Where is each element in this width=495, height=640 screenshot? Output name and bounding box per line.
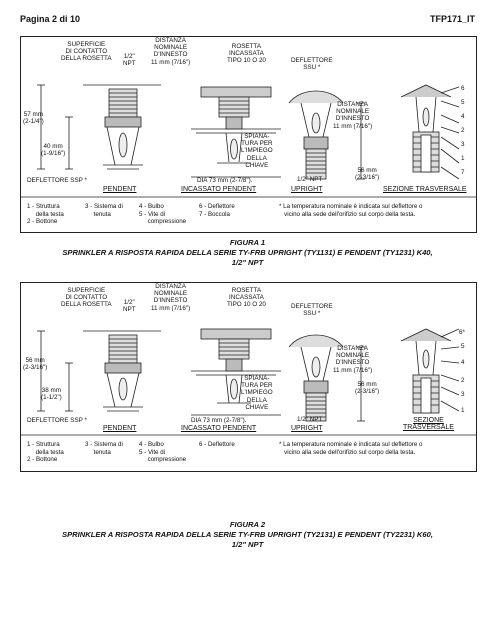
callout-number: 2 xyxy=(461,127,465,134)
callout-number: 3 xyxy=(461,141,465,148)
figure-1-caption: SPRINKLER A RISPOSTA RAPIDA DELLA SERIE … xyxy=(62,248,433,267)
cross-section-title: SEZIONE TRASVERSALE xyxy=(403,417,454,432)
figure-2-drawing xyxy=(21,328,476,436)
callout-number: 5 xyxy=(461,99,465,106)
distance-right-label: DISTANZA NOMINALE D'INNESTO 11 mm (7/16"… xyxy=(333,345,373,374)
callout-number: 1 xyxy=(461,407,465,414)
deflector-ssu-label: DEFLETTORE SSU * xyxy=(291,57,333,72)
distance-left-label: DISTANZA NOMINALE D'INNESTO 11 mm (7/16"… xyxy=(151,283,191,312)
npt-bottom-label: 1/2" NPT xyxy=(297,176,323,183)
dim-40-label: 40 mm (1-9/16") xyxy=(41,143,66,158)
dia-label: DIA 73 mm (2-7/8"). xyxy=(197,177,253,184)
figure-1-panel: SUPERFICIE DI CONTATTO DELLA ROSETTA 1/2… xyxy=(20,36,477,233)
wrench-flat-label: SPIANA- TURA PER L'IMPIEGO DELLA CHIAVE xyxy=(241,375,273,411)
distance-right-label: DISTANZA NOMINALE D'INNESTO 11 mm (7/16"… xyxy=(333,101,373,130)
legend-item: 6 - Deflettore xyxy=(199,441,235,448)
dim-56-label: 56 mm (2-3/16") xyxy=(355,381,380,396)
dia-label: DIA 73 mm (2-7/8"). xyxy=(191,417,247,424)
dim-57-label: 57 mm (2-1/4") xyxy=(23,111,44,126)
upright-title: UPRIGHT xyxy=(291,425,323,432)
rosette-surface-label: SUPERFICIE DI CONTATTO DELLA ROSETTA xyxy=(61,287,112,309)
callout-number: 4 xyxy=(461,113,465,120)
callout-number: 5 xyxy=(461,343,465,350)
recessed-rosette-label: ROSETTA INCASSATA TIPO 10 O 20 xyxy=(227,43,266,65)
dim-56-label: 56 mm (2-3/16") xyxy=(355,167,380,182)
pendent-title: PENDENT xyxy=(103,186,137,193)
recessed-rosette-label: ROSETTA INCASSATA TIPO 10 O 20 xyxy=(227,287,266,309)
legend-item: 4 - Bulbo 5 - Vite di compressione xyxy=(139,203,187,226)
callout-number: 6* xyxy=(459,329,465,336)
deflector-ssp-label: DEFLETTORE SSP * xyxy=(27,177,87,184)
callout-number: 7 xyxy=(461,169,465,176)
npt-top-label: 1/2" NPT xyxy=(123,299,136,314)
cross-section-title: SEZIONE TRASVERSALE xyxy=(383,186,467,193)
callout-number: 6 xyxy=(461,85,465,92)
figure-1-drawing xyxy=(21,84,476,198)
figure-1-caption-title: FIGURA 1 xyxy=(229,238,266,247)
deflector-ssu-label: DEFLETTORE SSU * xyxy=(291,303,333,318)
callout-number: 2 xyxy=(461,377,465,384)
figure-2-caption: SPRINKLER A RISPOSTA RAPIDA DELLA SERIE … xyxy=(62,530,433,549)
distance-left-label: DISTANZA NOMINALE D'INNESTO 11 mm (7/16"… xyxy=(151,37,191,66)
legend-item: 3 - Sistema di tenuta xyxy=(85,441,123,456)
figure-2-panel: SUPERFICIE DI CONTATTO DELLA ROSETTA 1/2… xyxy=(20,282,477,472)
legend-item: 4 - Bulbo 5 - Vite di compressione xyxy=(139,441,187,464)
deflector-ssp-label: DEFLETTORE SSP * xyxy=(27,417,87,424)
legend-item: 6 - Deflettore 7 - Boccola xyxy=(199,203,235,218)
legend-item: 1 - Struttura della testa 2 - Bottone xyxy=(27,203,64,226)
page-number: Pagina 2 di 10 xyxy=(20,14,81,24)
document-code: TFP171_IT xyxy=(429,14,475,24)
temperature-note: * La temperatura nominale è indicata sul… xyxy=(279,441,423,456)
callout-number: 4 xyxy=(461,359,465,366)
npt-top-label: 1/2" NPT xyxy=(123,53,136,68)
rosette-surface-label: SUPERFICIE DI CONTATTO DELLA ROSETTA xyxy=(61,41,112,63)
legend-item: 1 - Struttura della testa 2 - Bottone xyxy=(27,441,64,464)
recessed-pendent-title: INCASSATO PENDENT xyxy=(181,425,257,432)
callout-number: 1 xyxy=(461,155,465,162)
callout-number: 3 xyxy=(461,391,465,398)
figure-2-caption-title: FIGURA 2 xyxy=(229,520,266,529)
recessed-pendent-title: INCASSATO PENDENT xyxy=(181,186,257,193)
npt-bottom-label: 1/2" NPT xyxy=(297,416,323,423)
dim-38-label: 38 mm (1-1/2") xyxy=(41,387,62,402)
temperature-note: * La temperatura nominale è indicata sul… xyxy=(279,203,423,218)
upright-title: UPRIGHT xyxy=(291,186,323,193)
pendent-title: PENDENT xyxy=(103,425,137,432)
wrench-flat-label: SPIANA- TURA PER L'IMPIEGO DELLA CHIAVE xyxy=(241,133,273,169)
legend-item: 3 - Sistema di tenuta xyxy=(85,203,123,218)
dim-56-left-label: 56 mm (2-3/16") xyxy=(23,357,48,372)
